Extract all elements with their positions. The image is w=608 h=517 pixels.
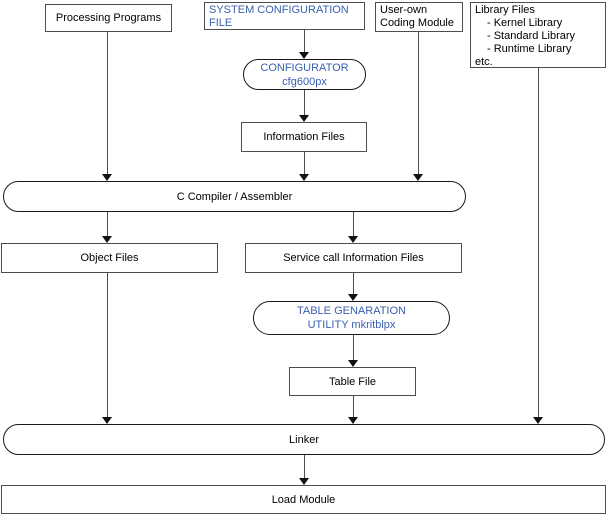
arrowhead-information-files-to-compiler-icon (299, 174, 309, 181)
table-file-box: Table File (289, 367, 416, 396)
line-information-files-to-compiler (304, 152, 305, 174)
line-system-config-to-configurator (304, 30, 305, 52)
information-files-label: Information Files (263, 131, 345, 143)
arrowhead-compiler-to-service-call-icon (348, 236, 358, 243)
linker-label: Linker (289, 433, 319, 446)
configurator-node: CONFIGURATOR cfg600px (243, 59, 366, 90)
linker-node: Linker (3, 424, 605, 455)
configurator-command: cfg600px (282, 75, 327, 88)
arrowhead-system-config-to-configurator-icon (299, 52, 309, 59)
line-user-own-to-compiler (418, 32, 419, 174)
service-call-information-files-box: Service call Information Files (245, 243, 462, 273)
load-module-box: Load Module (1, 485, 606, 514)
arrowhead-configurator-to-information-files-icon (299, 115, 309, 122)
arrowhead-table-generation-to-table-file-icon (348, 360, 358, 367)
system-configuration-file-box: SYSTEM CONFIGURATION FILE (204, 2, 365, 30)
table-generation-utility-node: TABLE GENARATION UTILITY mkritblpx (253, 301, 450, 335)
line-object-files-to-linker (107, 273, 108, 417)
information-files-box: Information Files (241, 122, 367, 152)
arrowhead-processing-programs-to-compiler-icon (102, 174, 112, 181)
processing-programs-box: Processing Programs (45, 4, 172, 32)
c-compiler-assembler-label: C Compiler / Assembler (176, 190, 293, 203)
library-files-item-runtime: - Runtime Library (487, 43, 572, 55)
library-files-title: Library Files (475, 4, 535, 16)
configurator-title: CONFIGURATOR (260, 61, 349, 74)
arrowhead-linker-to-load-module-icon (299, 478, 309, 485)
arrowhead-service-call-to-table-generation-icon (348, 294, 358, 301)
user-own-coding-module-box: User-own Coding Module (375, 2, 463, 32)
user-own-coding-module-line2: Coding Module (380, 17, 454, 29)
arrowhead-compiler-to-object-files-icon (102, 236, 112, 243)
user-own-coding-module-line1: User-own (380, 4, 428, 16)
line-compiler-to-service-call (353, 212, 354, 236)
line-service-call-to-table-generation (353, 273, 354, 294)
line-table-generation-to-table-file (353, 335, 354, 360)
system-configuration-file-line2: FILE (209, 17, 233, 29)
object-files-box: Object Files (1, 243, 218, 273)
line-library-files-to-linker (538, 68, 539, 417)
line-configurator-to-information-files (304, 90, 305, 115)
line-processing-programs-to-compiler (107, 32, 108, 174)
load-module-label: Load Module (271, 493, 336, 506)
library-files-footer: etc. (475, 56, 493, 68)
table-generation-utility-command: UTILITY mkritblpx (307, 319, 396, 331)
line-linker-to-load-module (304, 455, 305, 478)
line-table-file-to-linker (353, 396, 354, 417)
arrowhead-object-files-to-linker-icon (102, 417, 112, 424)
line-compiler-to-object-files (107, 212, 108, 236)
c-compiler-assembler-node: C Compiler / Assembler (3, 181, 466, 212)
library-files-item-kernel: - Kernel Library (487, 17, 563, 29)
arrowhead-user-own-to-compiler-icon (413, 174, 423, 181)
library-files-box: Library Files - Kernel Library - Standar… (470, 2, 606, 68)
processing-programs-label: Processing Programs (55, 12, 162, 24)
service-call-information-files-label: Service call Information Files (283, 252, 424, 264)
arrowhead-table-file-to-linker-icon (348, 417, 358, 424)
object-files-label: Object Files (80, 252, 139, 264)
arrowhead-library-files-to-linker-icon (533, 417, 543, 424)
table-file-label: Table File (328, 375, 377, 388)
library-files-item-standard: - Standard Library (487, 30, 576, 42)
table-generation-utility-title: TABLE GENARATION (296, 305, 406, 317)
system-configuration-file-line1: SYSTEM CONFIGURATION (209, 4, 349, 16)
